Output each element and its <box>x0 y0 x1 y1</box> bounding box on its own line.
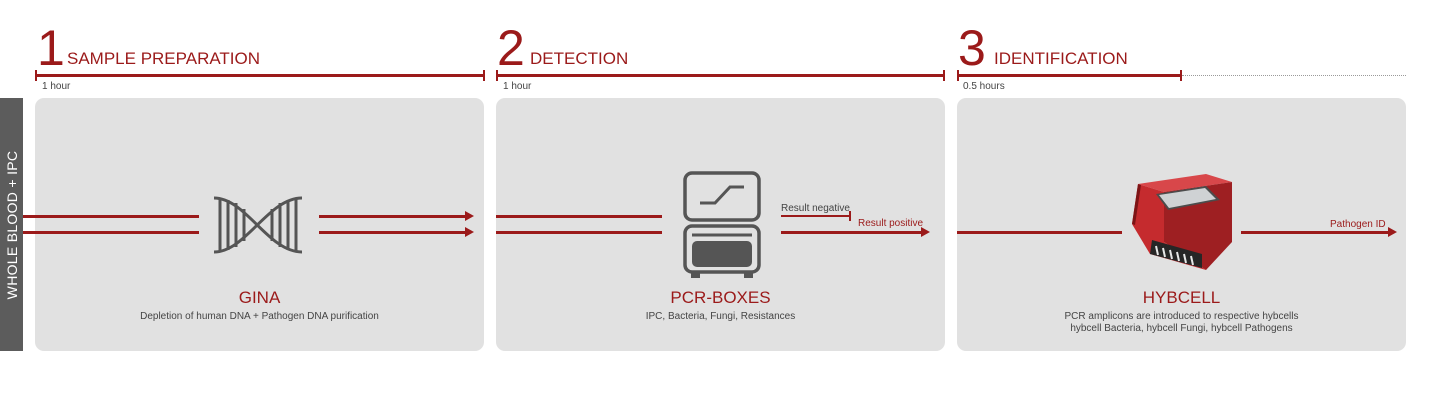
stage-1-duration: 1 hour <box>42 81 71 92</box>
stage-1-tick-end <box>483 70 485 81</box>
arrow-icon <box>921 227 930 237</box>
device-desc-gina: Depletion of human DNA + Pathogen DNA pu… <box>140 311 379 322</box>
stage-3-title: IDENTIFICATION <box>994 49 1128 68</box>
device-desc-hybcell: PCR amplicons are introduced to respecti… <box>957 311 1406 335</box>
stage-2-number: 2 <box>497 20 525 76</box>
stage-3-duration: 0.5 hours <box>963 81 1005 92</box>
label-result-positive: Result positive <box>858 218 924 229</box>
flow-line-1b <box>23 231 199 234</box>
stop-bar-icon <box>849 211 851 221</box>
stage-2-tick-end <box>943 70 945 81</box>
stage-1-title: SAMPLE PREPARATION <box>67 49 261 68</box>
device-title-hybcell: HYBCELL <box>1142 288 1221 307</box>
device-title-pcr-boxes: PCR-BOXES <box>670 288 771 307</box>
device-desc-hybcell-line-2: hybcell Bacteria, hybcell Fungi, hybcell… <box>1070 323 1293 334</box>
flow-line-positive <box>781 231 922 234</box>
stage-2-title: DETECTION <box>530 49 629 68</box>
device-title-gina: GINA <box>238 288 281 307</box>
stage-2-tick-start <box>496 70 498 81</box>
flow-line-1c <box>319 215 466 218</box>
side-label-box <box>0 98 23 351</box>
pcr-machine-icon <box>683 171 761 278</box>
stage-3-tick-end <box>1180 70 1182 81</box>
stage-3-tick-start <box>957 70 959 81</box>
flow-line-1d <box>319 231 466 234</box>
label-result-negative: Result negative <box>781 203 850 214</box>
flow-line-2a <box>496 215 662 218</box>
dna-helix-icon <box>213 196 303 254</box>
flow-line-1a <box>23 215 199 218</box>
stage-1-tick-start <box>35 70 37 81</box>
flow-line-negative <box>781 215 849 217</box>
device-desc-hybcell-line-1: PCR amplicons are introduced to respecti… <box>1064 311 1299 322</box>
arrow-icon <box>465 211 474 221</box>
stage-3-timebar <box>957 74 1181 77</box>
label-pathogen-id: Pathogen ID <box>1330 219 1386 230</box>
arrow-icon <box>1388 227 1397 237</box>
arrow-icon <box>465 227 474 237</box>
hybcell-device-icon <box>1132 174 1232 270</box>
stage-1-timebar <box>35 74 484 77</box>
stage-1-number: 1 <box>37 20 65 76</box>
flow-line-3a <box>957 231 1122 234</box>
stage-3-number: 3 <box>958 20 986 76</box>
device-desc-pcr-boxes: IPC, Bacteria, Fungi, Resistances <box>645 311 796 322</box>
stage-2-duration: 1 hour <box>503 81 532 92</box>
flow-line-2b <box>496 231 662 234</box>
side-label: WHOLE BLOOD + IPC <box>4 150 20 300</box>
stage-2-timebar <box>496 74 944 77</box>
flow-line-3b <box>1241 231 1389 234</box>
stage-3-dotted-extension <box>1182 75 1406 76</box>
